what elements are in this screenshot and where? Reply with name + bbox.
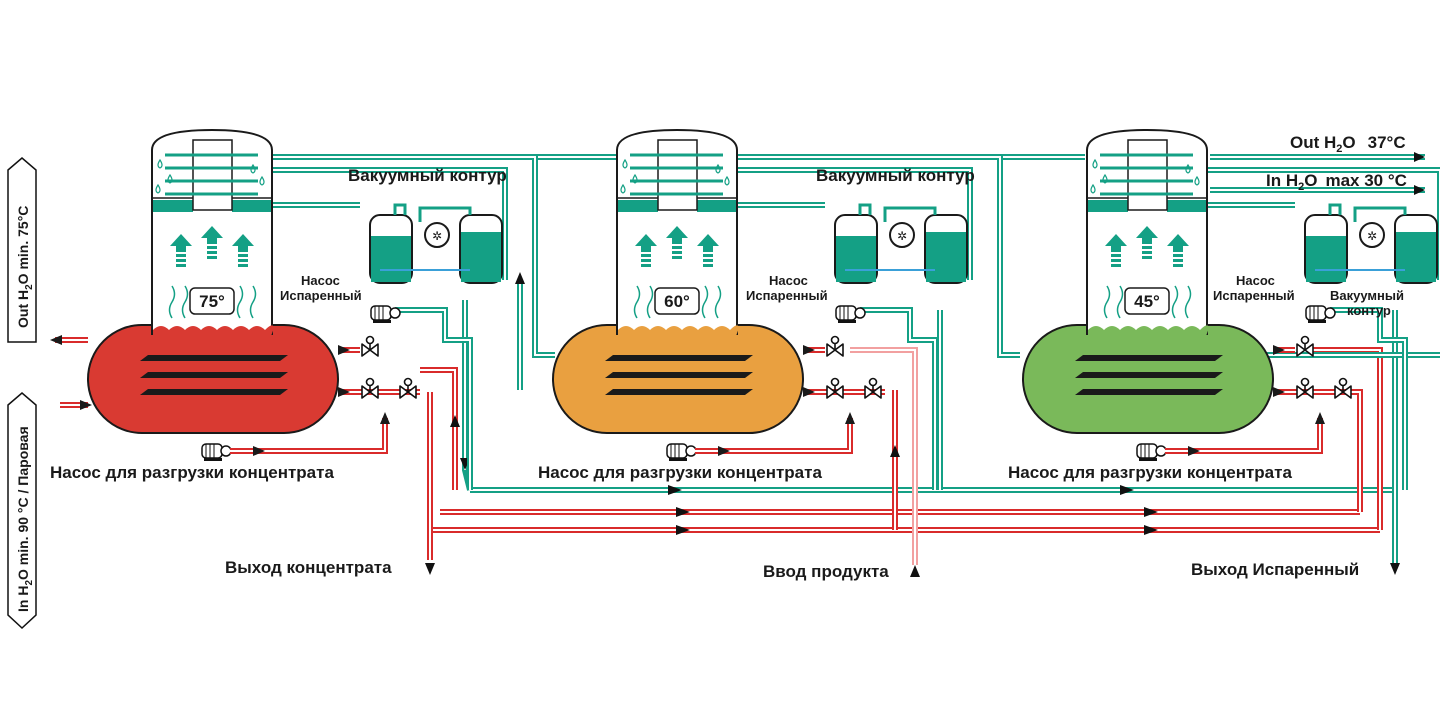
stage3-temperature: 45°	[1134, 292, 1160, 311]
product-in-label: Ввод продукта	[763, 562, 889, 581]
stage-2: 60° ✲	[552, 128, 1020, 490]
stage3-heater-bar-3	[1075, 389, 1223, 395]
stage1-vacuum-label: Вакуумный контур	[348, 166, 507, 185]
stage3-discharge-label: Насос для разгрузки концентрата	[1008, 463, 1292, 482]
stage2-valve-2	[826, 377, 844, 399]
stage1-valve-1	[361, 335, 379, 357]
stage1-vacuum-pump	[424, 222, 450, 248]
concentrate-out-label: Выход концентрата	[225, 558, 392, 577]
stage1-discharge-label: Насос для разгрузки концентрата	[50, 463, 334, 482]
svg-text:✲: ✲	[1367, 229, 1377, 243]
stage3-vacuum-pump	[1359, 222, 1385, 248]
stage3-heater-bar-2	[1075, 372, 1223, 378]
stage2-evaporated-pump	[835, 305, 866, 324]
svg-text:✲: ✲	[432, 229, 442, 243]
stage1-pump-label-1: Насос	[301, 273, 340, 288]
side-tag-in: In H2O min. 90 °C / Паровая	[7, 392, 37, 630]
stage2-valve-1	[826, 335, 844, 357]
stage2-discharge-label: Насос для разгрузки концентрата	[538, 463, 822, 482]
stage2-pump-label-1: Насос	[769, 273, 808, 288]
stage1-heater-bar-3	[140, 389, 288, 395]
stage3-heater-bar-1	[1075, 355, 1223, 361]
stage1-valve-3	[399, 377, 417, 399]
stage3-discharge-pump	[1136, 443, 1167, 462]
stage-3: 45° ✲	[1022, 128, 1440, 490]
stage3-pump-label-2: Испаренный	[1213, 288, 1295, 303]
stage2-valve-3	[864, 377, 882, 399]
stage2-vessel	[552, 324, 804, 434]
stage1-heater-bar-1	[140, 355, 288, 361]
svg-text:✲: ✲	[897, 229, 907, 243]
stage1-temperature: 75°	[199, 292, 225, 311]
stage2-discharge-pump	[666, 443, 697, 462]
stage1-valve-2	[361, 377, 379, 399]
stage2-heater-bar-1	[605, 355, 753, 361]
stage2-temperature: 60°	[664, 292, 690, 311]
evaporated-out-label: Выход Испаренный	[1191, 560, 1359, 579]
stage3-temp-box	[1124, 287, 1170, 315]
stage2-temp-box	[654, 287, 700, 315]
stage3-pump-label-1: Насос	[1236, 273, 1275, 288]
stage1-vessel	[87, 324, 339, 434]
stage-1: 75° ✲	[50, 128, 555, 490]
stage3-valve-3	[1334, 377, 1352, 399]
stage3-valve-2	[1296, 377, 1314, 399]
stage3-evaporated-pump	[1305, 305, 1336, 324]
stage1-discharge-pump	[201, 443, 232, 462]
pipe-network	[420, 270, 1400, 577]
stage2-pump-label-2: Испаренный	[746, 288, 828, 303]
stage2-vacuum-pump	[889, 222, 915, 248]
stage1-evaporated-pump	[370, 305, 401, 324]
stage3-vacuum-label-2: контур	[1347, 303, 1391, 318]
stage2-heater-bar-3	[605, 389, 753, 395]
stage1-heater-bar-2	[140, 372, 288, 378]
svg-text:Out H2O min. 75°C: Out H2O min. 75°C	[15, 206, 35, 328]
svg-text:In H2O min. 90 °C / Паровая: In H2O min. 90 °C / Паровая	[15, 426, 35, 612]
stage2-vacuum-label: Вакуумный контур	[816, 166, 975, 185]
stage2-heater-bar-2	[605, 372, 753, 378]
stage3-vessel	[1022, 324, 1274, 434]
side-tag-out: Out H2O min. 75°C	[7, 157, 37, 343]
stage1-temp-box	[189, 287, 235, 315]
stage1-pump-label-2: Испаренный	[280, 288, 362, 303]
stage3-vacuum-label-1: Вакуумный	[1330, 288, 1404, 303]
